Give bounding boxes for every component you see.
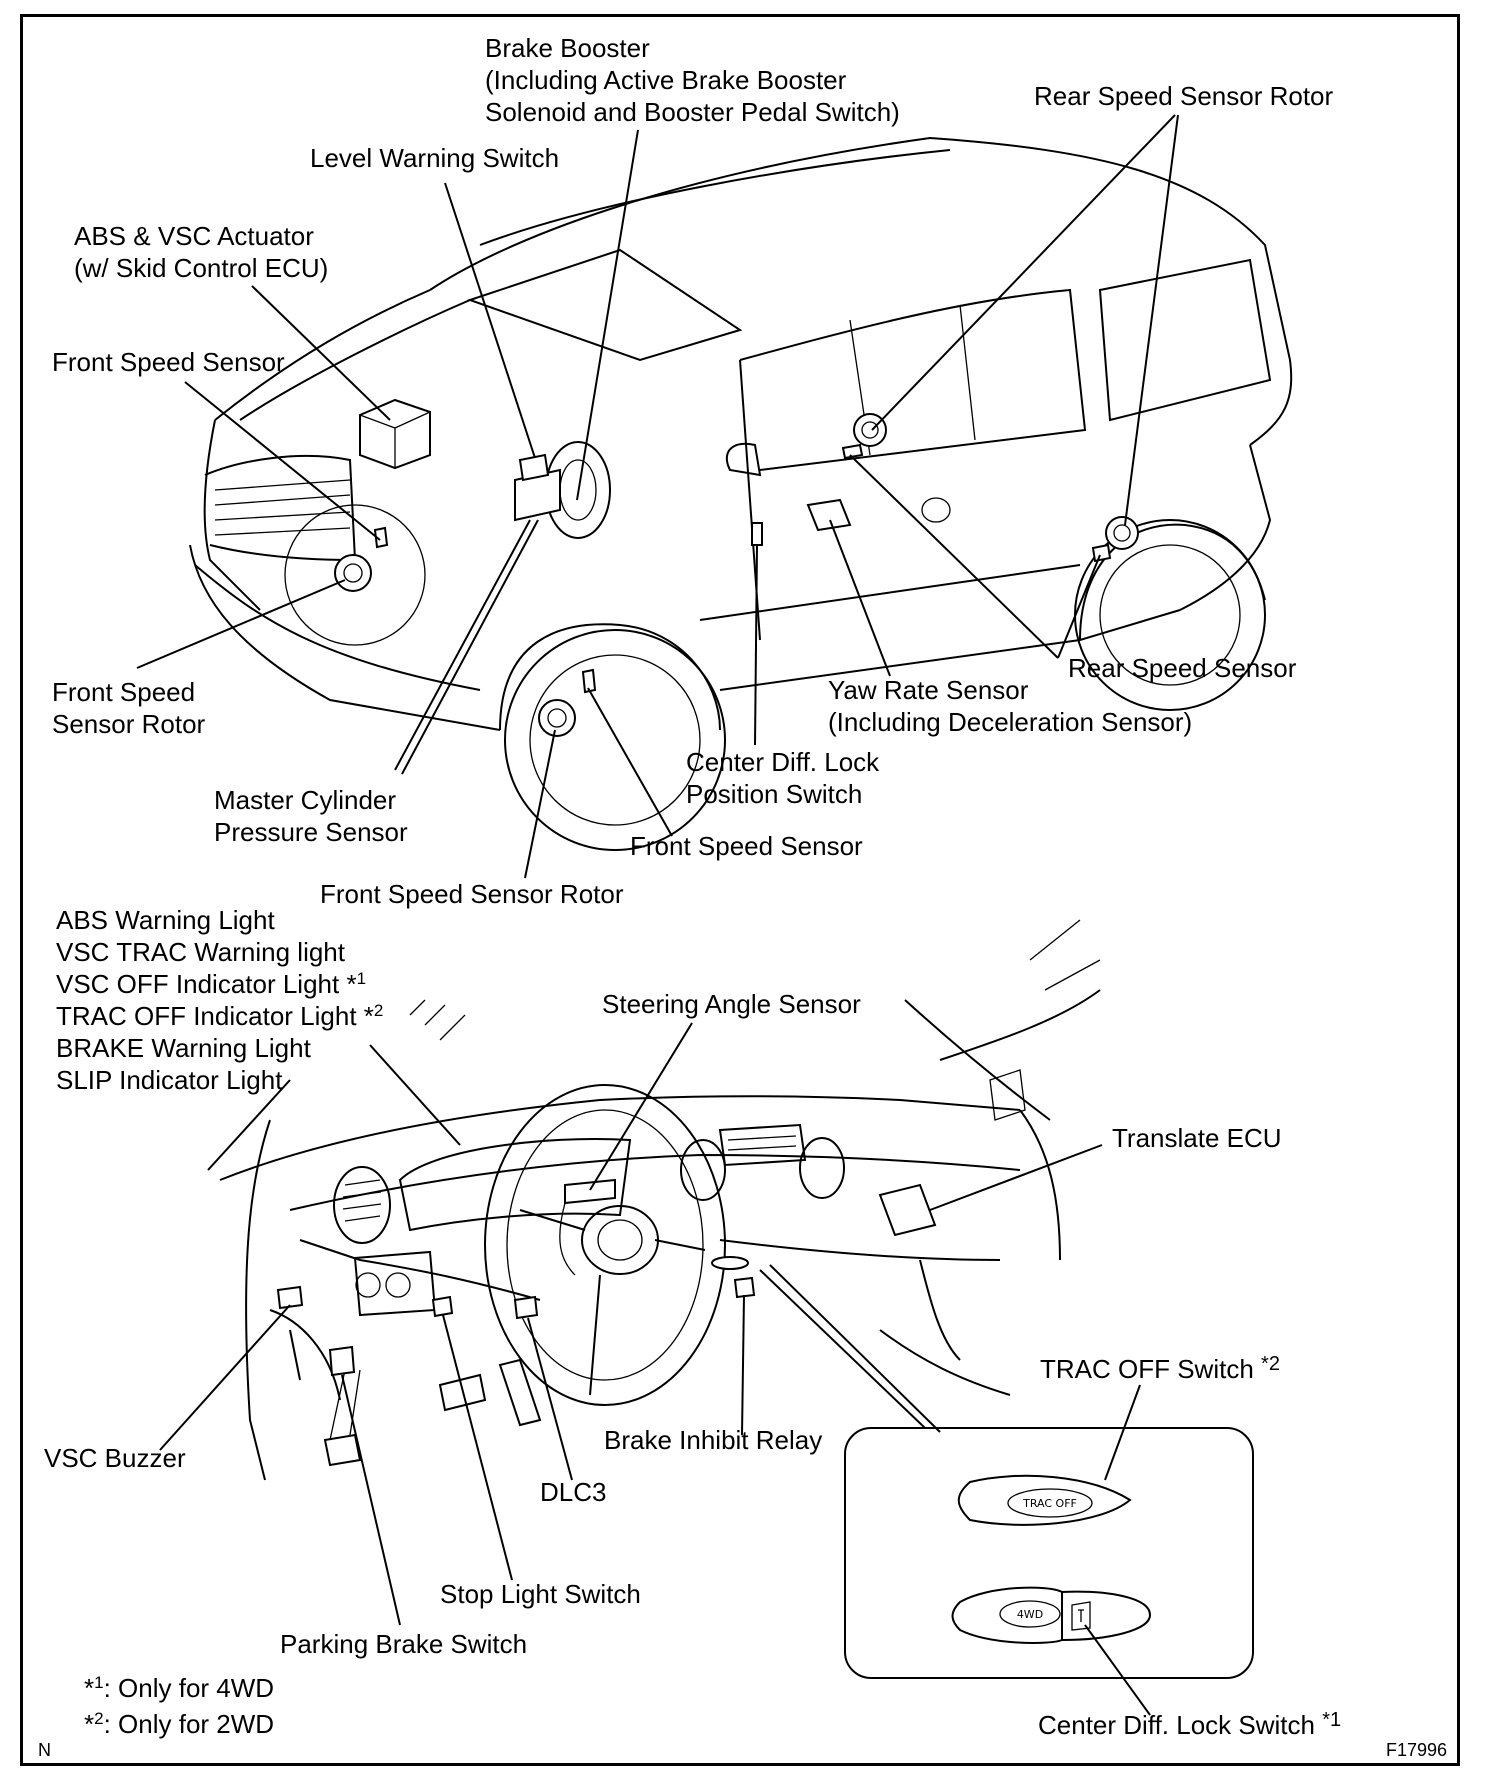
label-parking-brake-switch: Parking Brake Switch: [280, 1629, 528, 1659]
label-translate-ecu: Translate ECU: [1112, 1123, 1282, 1153]
four-wd-button-text: 4WD: [1017, 1608, 1043, 1621]
label-brake-booster: Brake Booster (Including Active Brake Bo…: [485, 33, 900, 127]
parking-brake-pedal-icon: [323, 1433, 362, 1467]
label-front-speed-sensor-rotor-left: Front Speed Sensor Rotor: [52, 677, 206, 739]
label-master-cylinder-pressure-sensor: Master Cylinder Pressure Sensor: [214, 785, 408, 847]
front-speed-sensor-left-icon: [373, 526, 389, 549]
front-speed-sensor-rotor-right-icon: [538, 699, 576, 737]
corner-mark-left: N: [38, 1740, 51, 1760]
label-dlc3: DLC3: [540, 1477, 607, 1507]
label-center-diff-lock-position-switch: Center Diff. Lock Position Switch: [686, 747, 880, 809]
figure-code: F17996: [1386, 1740, 1448, 1760]
rear-speed-sensor-rotor-left-icon: [853, 413, 887, 447]
stop-light-switch-icon: [431, 1295, 454, 1318]
translate-ecu-icon: [878, 1183, 937, 1237]
warning-light-item: VSC OFF Indicator Light *1: [56, 969, 367, 999]
label-front-speed-sensor-left: Front Speed Sensor: [52, 347, 285, 377]
switch-callout: TRAC OFF 4WD: [759, 1264, 1254, 1679]
accelerator-pedal-icon: [498, 1358, 542, 1427]
warning-light-item: VSC TRAC Warning light: [56, 937, 345, 967]
rear-speed-sensor-right-icon: [1091, 543, 1112, 563]
yaw-rate-sensor-icon: [806, 498, 852, 532]
radio-unit: [718, 1123, 807, 1167]
rear-speed-sensor-left-icon: [841, 443, 864, 460]
label-front-speed-sensor-rotor-bottom: Front Speed Sensor Rotor: [320, 879, 624, 909]
label-rear-speed-sensor: Rear Speed Sensor: [1068, 653, 1297, 683]
warning-light-item: BRAKE Warning Light: [56, 1033, 311, 1063]
vehicle-illustration: [189, 136, 1293, 851]
label-yaw-rate-sensor: Yaw Rate Sensor (Including Deceleration …: [828, 675, 1193, 737]
parking-brake-switch-icon: [328, 1345, 356, 1377]
label-center-diff-lock-switch: Center Diff. Lock Switch *1: [1038, 1709, 1342, 1740]
center-vent-right-icon: [799, 1137, 845, 1199]
label-stop-light-switch: Stop Light Switch: [440, 1579, 641, 1609]
interior-illustration: [207, 919, 1101, 1481]
brake-pedal-icon: [438, 1373, 487, 1412]
label-vsc-buzzer: VSC Buzzer: [44, 1443, 186, 1473]
instrument-cluster: [398, 1138, 632, 1232]
callout-box: [844, 1427, 1254, 1679]
rear-speed-sensor-rotor-right-icon: [1105, 516, 1139, 550]
footnote-item: *1: Only for 4WD: [84, 1673, 275, 1703]
components-interior: [276, 1183, 937, 1377]
warning-light-item: ABS Warning Light: [56, 905, 275, 935]
vsc-buzzer-icon: [276, 1285, 304, 1310]
footnote-marker: *2: [1261, 1353, 1280, 1375]
switch-cluster-icon: [711, 1256, 749, 1270]
front-speed-sensor-right-icon: [581, 668, 597, 694]
brake-inhibit-relay-icon: [733, 1276, 756, 1299]
label-trac-off-switch: TRAC OFF Switch *2: [1040, 1353, 1280, 1384]
steering-wheel: [484, 1084, 726, 1406]
diagram-frame: [20, 14, 1460, 1766]
footnote-item: *2: Only for 2WD: [84, 1709, 275, 1739]
dlc3-icon: [513, 1295, 539, 1320]
warning-light-item: SLIP Indicator Light: [56, 1065, 283, 1095]
trac-off-button: [957, 1474, 1132, 1526]
center-diff-lock-button: [1061, 1590, 1152, 1642]
reservoir-icon: [518, 453, 550, 482]
steering-angle-sensor-icon: [564, 1178, 616, 1205]
trac-off-button-text: TRAC OFF: [1022, 1497, 1077, 1510]
label-front-speed-sensor-right: Front Speed Sensor: [630, 831, 863, 861]
warning-light-item: TRAC OFF Indicator Light *2: [56, 1001, 384, 1031]
label-rear-speed-sensor-rotor: Rear Speed Sensor Rotor: [1034, 81, 1334, 111]
front-speed-sensor-rotor-left-icon: [334, 554, 372, 592]
center-diff-position-switch-icon: [751, 522, 763, 546]
left-vent-icon: [333, 1166, 391, 1244]
label-level-warning-switch: Level Warning Switch: [310, 143, 560, 173]
leader-lines: [136, 114, 1179, 1716]
label-abs-vsc-actuator: ABS & VSC Actuator (w/ Skid Control ECU): [74, 221, 329, 283]
center-vent-left-icon: [680, 1139, 726, 1201]
footnote-marker: *1: [1322, 1709, 1342, 1731]
four-wd-button: [951, 1586, 1063, 1644]
label-steering-angle-sensor: Steering Angle Sensor: [602, 989, 861, 1019]
label-brake-inhibit-relay: Brake Inhibit Relay: [604, 1425, 823, 1455]
